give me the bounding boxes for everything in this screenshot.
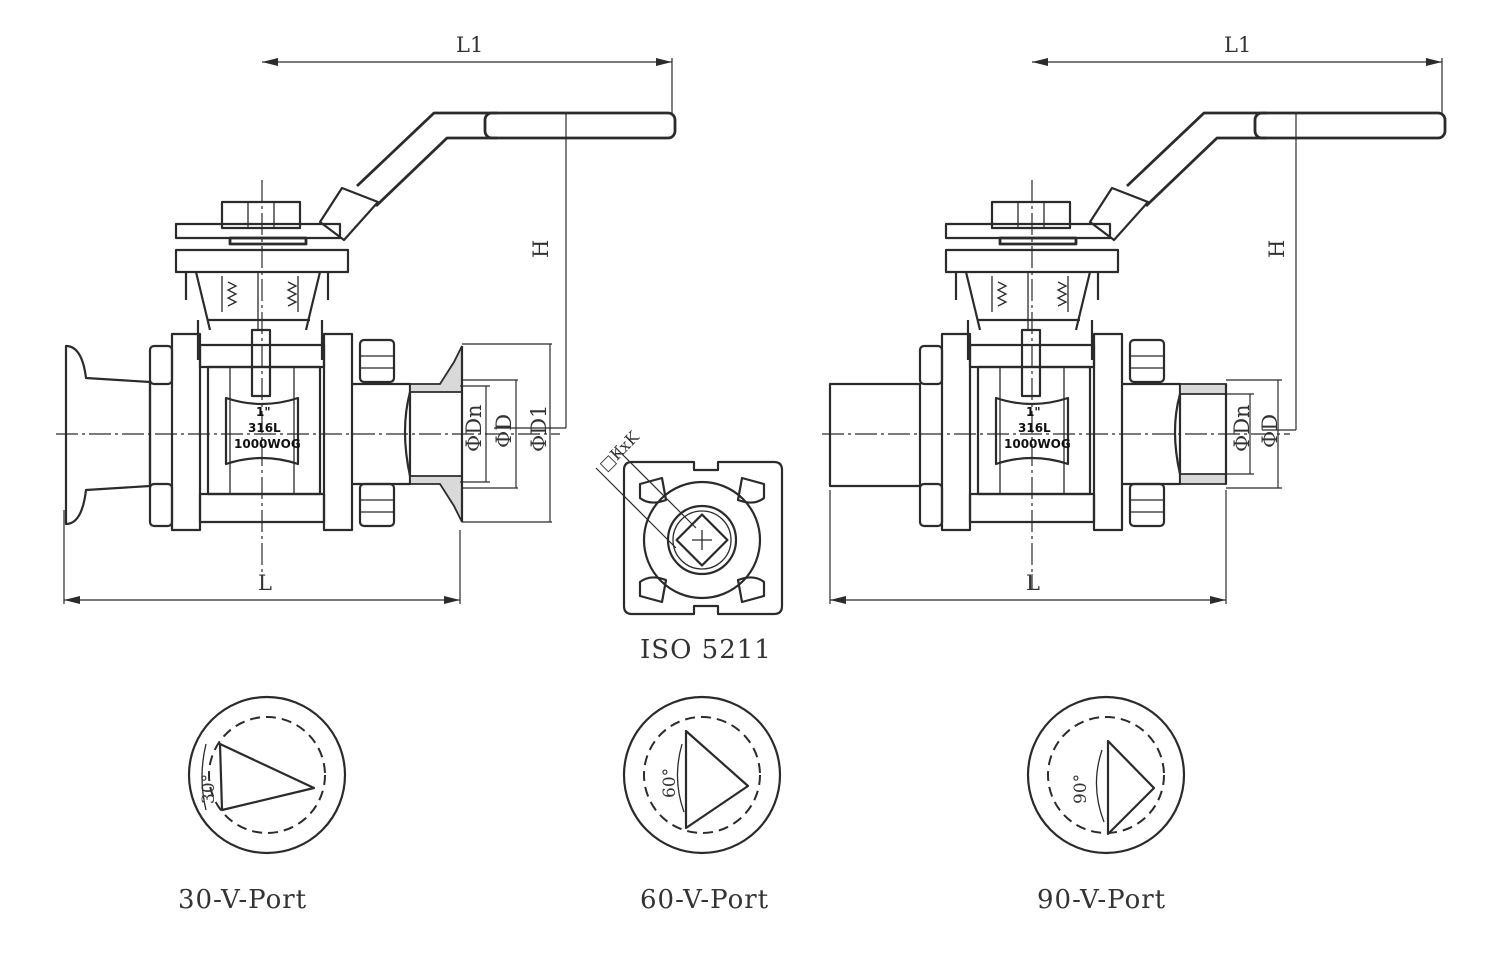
marking-pressure-right: 1000WOG [1004, 437, 1071, 451]
left-valve-drawing [56, 58, 677, 604]
marking-size-left: 1" [256, 405, 271, 419]
label-l-left: L [258, 571, 272, 595]
label-d-right: ΦD [1258, 414, 1282, 448]
marking-material-right: 316L [1018, 421, 1051, 435]
label-h-left: H [529, 240, 553, 258]
marking-material-left: 316L [248, 421, 281, 435]
label-l1-right: L1 [1224, 33, 1251, 57]
angle-60: 60° [660, 768, 680, 798]
caption-iso-5211: ISO 5211 [640, 635, 772, 665]
marking-size-right: 1" [1026, 405, 1041, 419]
label-d1-left: ΦD1 [527, 405, 551, 452]
angle-30: 30° [199, 774, 219, 804]
caption-30-v-port: 30-V-Port [178, 885, 307, 915]
caption-60-v-port: 60-V-Port [640, 885, 769, 915]
label-d-left: ΦD [492, 414, 516, 448]
angle-90: 90° [1071, 774, 1091, 804]
v-port-60-drawing [622, 695, 782, 855]
label-dn-left: ΦDn [462, 404, 486, 452]
caption-90-v-port: 90-V-Port [1037, 885, 1166, 915]
v-port-90-drawing [1026, 695, 1186, 855]
label-dn-right: ΦDn [1230, 404, 1254, 452]
iso-mounting-pad-drawing [595, 447, 784, 616]
label-h-right: H [1265, 240, 1289, 258]
v-port-30-drawing [187, 695, 347, 855]
label-l-right: L [1026, 571, 1040, 595]
label-l1-left: L1 [456, 33, 483, 57]
right-valve-drawing [822, 58, 1447, 604]
marking-pressure-left: 1000WOG [234, 437, 301, 451]
